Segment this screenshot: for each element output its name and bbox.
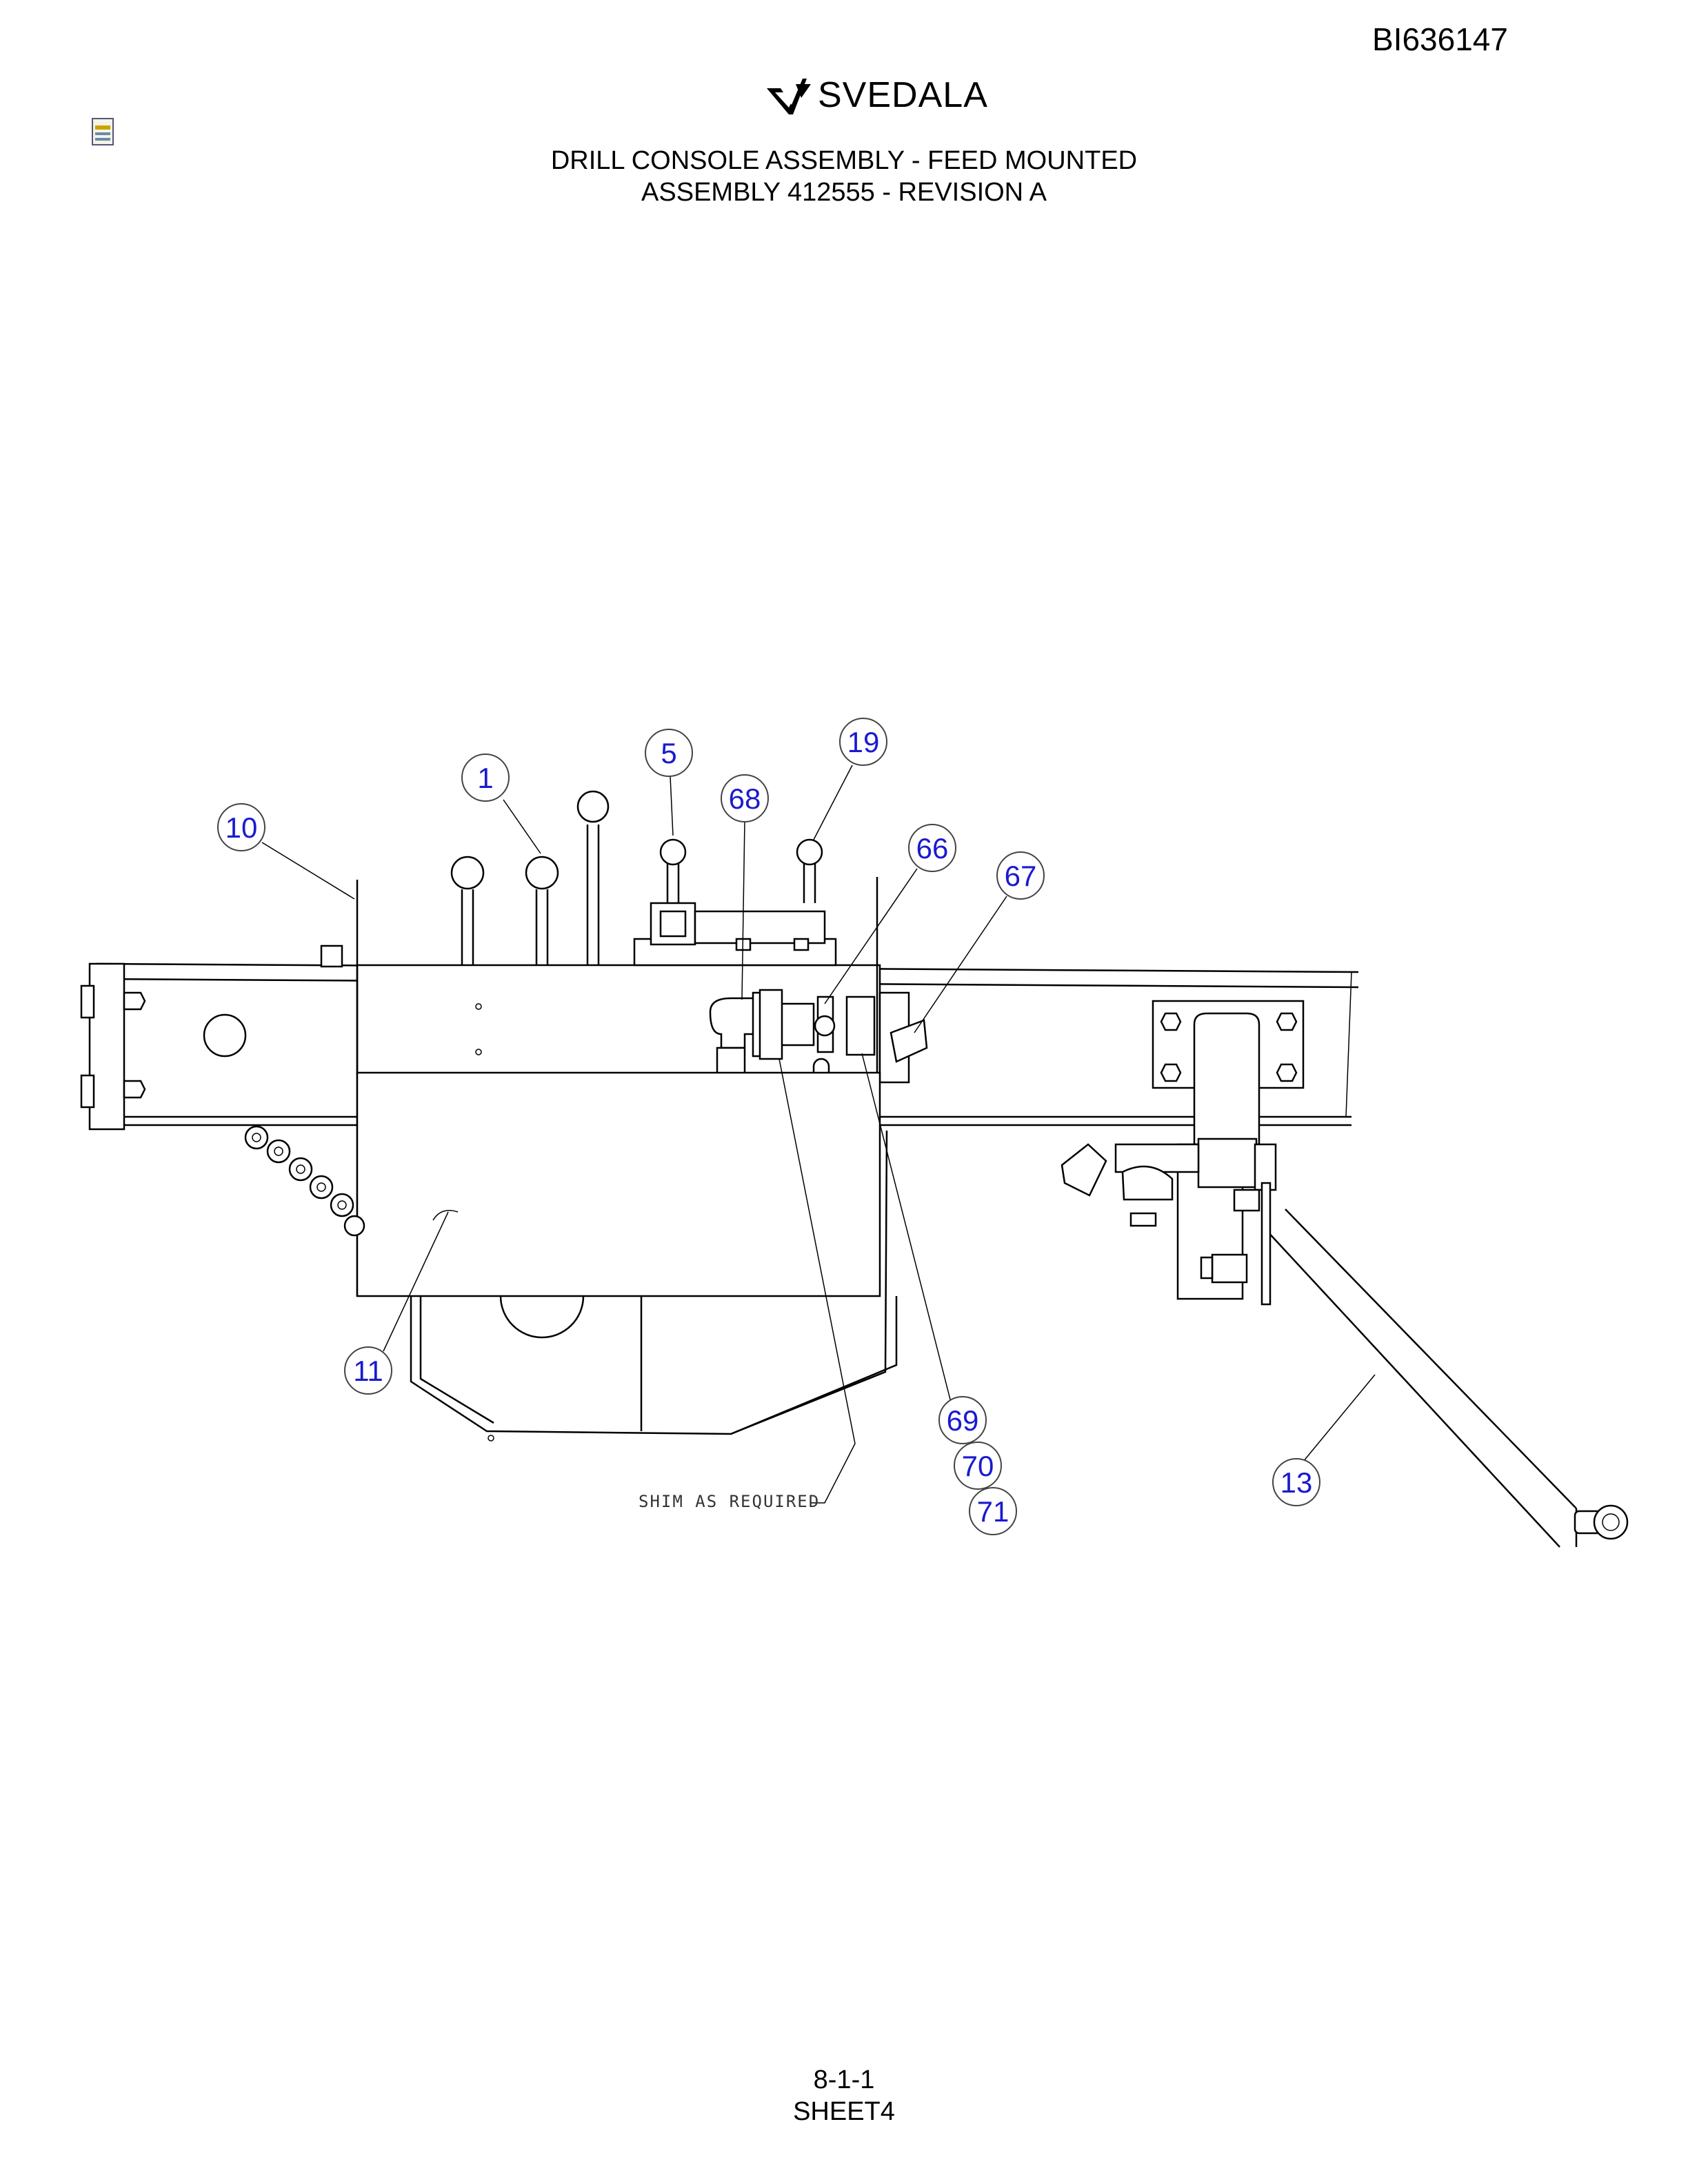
brand-name: SVEDALA: [818, 75, 988, 115]
sheet-label: SHEET4: [793, 2097, 895, 2126]
drawing-title: DRILL CONSOLE ASSEMBLY - FEED MOUNTED AS…: [0, 145, 1688, 208]
hydraulic-fittings: [709, 989, 928, 1164]
callout-10[interactable]: 10: [217, 803, 265, 851]
callout-68[interactable]: 68: [721, 774, 769, 822]
callouts: 10 1 5 68 19 66 67 11 69 70 71 13: [217, 718, 1320, 1535]
svg-text:71: 71: [977, 1495, 1009, 1528]
callout-5[interactable]: 5: [645, 729, 693, 777]
svg-text:69: 69: [947, 1404, 979, 1437]
svg-text:13: 13: [1280, 1466, 1313, 1499]
callout-13[interactable]: 13: [1272, 1458, 1320, 1506]
control-levers: [450, 790, 823, 965]
callout-66[interactable]: 66: [908, 824, 956, 872]
arm-13: [1260, 1182, 1629, 1548]
document-id: BI636147: [1372, 21, 1508, 57]
end-plate: [80, 944, 343, 1131]
valve-block: [633, 902, 837, 967]
svg-text:68: 68: [729, 782, 761, 815]
page-number: 8-1-1: [813, 2065, 875, 2094]
title-line-2: ASSEMBLY 412555 - REVISION A: [641, 178, 1047, 207]
drag-chain: [244, 1125, 365, 1237]
callout-70[interactable]: 70: [954, 1442, 1002, 1490]
svg-text:19: 19: [847, 726, 880, 758]
svg-text:66: 66: [916, 832, 949, 865]
title-line-1: DRILL CONSOLE ASSEMBLY - FEED MOUNTED: [550, 146, 1138, 175]
callout-69[interactable]: 69: [938, 1396, 987, 1444]
svedala-logo-mark-icon: [767, 79, 811, 114]
callout-71[interactable]: 71: [969, 1487, 1017, 1535]
svg-text:1: 1: [477, 762, 493, 794]
svg-text:10: 10: [225, 811, 258, 844]
svg-text:5: 5: [661, 737, 676, 769]
svg-text:11: 11: [353, 1355, 383, 1387]
footer: 8-1-1 SHEET4: [0, 2064, 1688, 2127]
shim-note: SHIM AS REQUIRED: [639, 1492, 820, 1511]
svg-text:70: 70: [962, 1450, 994, 1482]
svg-text:67: 67: [1005, 860, 1037, 892]
callout-1[interactable]: 1: [461, 754, 510, 802]
callout-11[interactable]: 11: [344, 1346, 392, 1395]
leader-lines: [261, 765, 1376, 1504]
document-icon[interactable]: [91, 117, 117, 146]
callout-19[interactable]: 19: [839, 718, 887, 766]
callout-67[interactable]: 67: [996, 851, 1045, 900]
console-panel: [356, 1071, 898, 1442]
mount-bracket: [1061, 1000, 1305, 1300]
